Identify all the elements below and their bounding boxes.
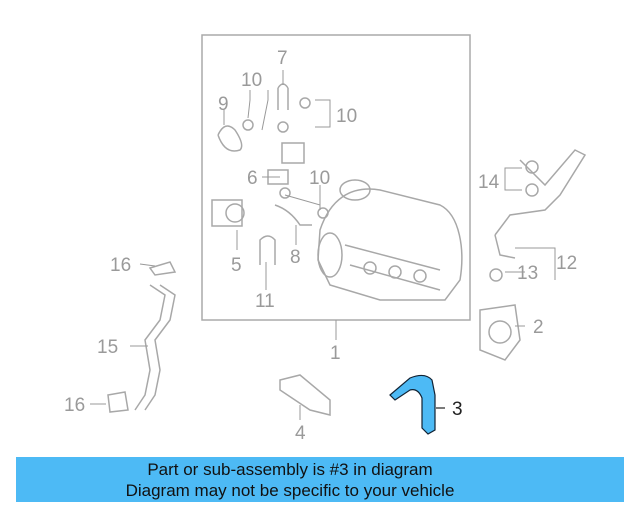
callout-7: 7 <box>277 48 288 69</box>
callout-11: 11 <box>255 291 275 312</box>
callout-3: 3 <box>452 399 463 420</box>
callout-15: 15 <box>97 337 118 358</box>
callout-8: 8 <box>290 247 301 268</box>
callout-13: 13 <box>517 263 538 284</box>
callout-16: 16 <box>110 255 131 276</box>
callout-12: 12 <box>556 253 577 274</box>
banner-line-1: Part or sub-assembly is #3 in diagram <box>147 460 433 479</box>
callout-10: 10 <box>309 168 330 189</box>
callout-1: 1 <box>330 343 341 364</box>
callout-2: 2 <box>533 317 544 338</box>
banner-line-2: Diagram may not be specific to your vehi… <box>125 481 455 500</box>
bracket-part-3[interactable] <box>389 374 436 435</box>
callout-5: 5 <box>231 255 242 276</box>
leader-lines <box>90 70 556 420</box>
callout-10: 10 <box>241 70 262 91</box>
small-parts <box>107 83 587 416</box>
callout-9: 9 <box>218 94 229 115</box>
callout-14: 14 <box>478 172 500 193</box>
callout-16: 16 <box>64 395 85 416</box>
callout-10: 10 <box>336 106 357 127</box>
turbocharger-part[interactable] <box>317 179 463 301</box>
info-banner: Part or sub-assembly is #3 in diagram Di… <box>16 457 624 502</box>
callout-4: 4 <box>295 423 306 444</box>
callout-6: 6 <box>247 168 258 189</box>
callout-numbers: 7 10 9 10 6 10 5 8 11 14 12 13 16 15 2 1… <box>64 48 577 444</box>
